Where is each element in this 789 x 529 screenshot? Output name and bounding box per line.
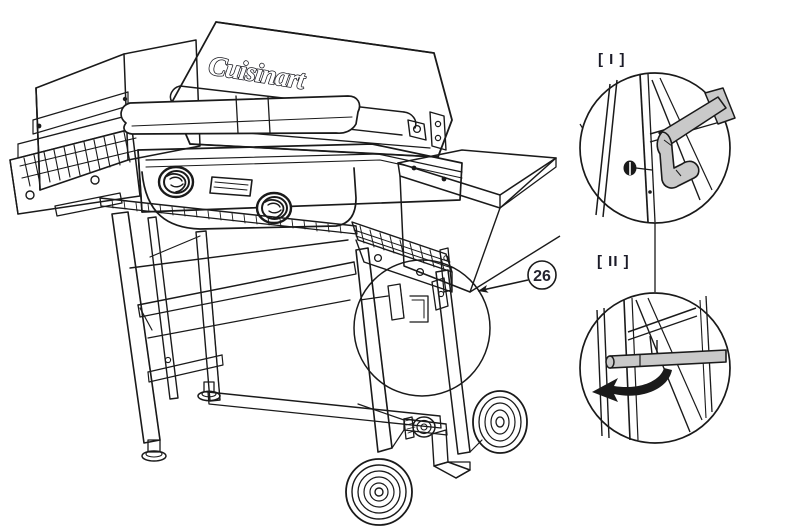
leveling-feet xyxy=(141,381,221,462)
burner-control-knob-left xyxy=(157,165,195,199)
lid-handle xyxy=(120,95,361,135)
axle-knob xyxy=(403,416,436,440)
balloon-26-circle xyxy=(527,260,557,290)
detail-1-circle xyxy=(579,72,731,224)
firebox xyxy=(99,143,463,235)
balloon-26-leader xyxy=(477,279,529,293)
detail-view-1: [ I ] xyxy=(579,51,736,224)
foot-pedal xyxy=(431,429,471,479)
detail-2-rotation-arrow xyxy=(592,368,672,402)
front-wheel xyxy=(345,458,413,526)
detail-1-label: [ I ] xyxy=(598,51,626,68)
detail-2-label: [ II ] xyxy=(597,253,630,270)
balloon-26-label: 26 xyxy=(533,268,551,285)
control-panel-badge xyxy=(209,176,253,197)
left-side-shelf xyxy=(9,39,201,217)
balloon-26[interactable]: 26 xyxy=(477,260,557,293)
grill-assembly-drawing: Cuisinart xyxy=(9,21,557,526)
control-panel xyxy=(141,165,357,230)
focus-area-circle xyxy=(353,259,491,397)
grill-lid: Cuisinart xyxy=(120,21,453,158)
leader-to-detail-1 xyxy=(469,235,561,293)
detail-2-circle xyxy=(579,292,731,444)
detail-2-rod xyxy=(605,349,727,369)
right-side-shelf xyxy=(351,149,557,293)
detail-1-screw xyxy=(623,160,653,176)
detail-view-2: [ II ] xyxy=(579,253,731,444)
wheel-assembly xyxy=(345,390,528,526)
cart-frame xyxy=(111,211,471,462)
detail-1-hook-bracket xyxy=(656,131,700,189)
rear-wheel xyxy=(472,390,528,454)
